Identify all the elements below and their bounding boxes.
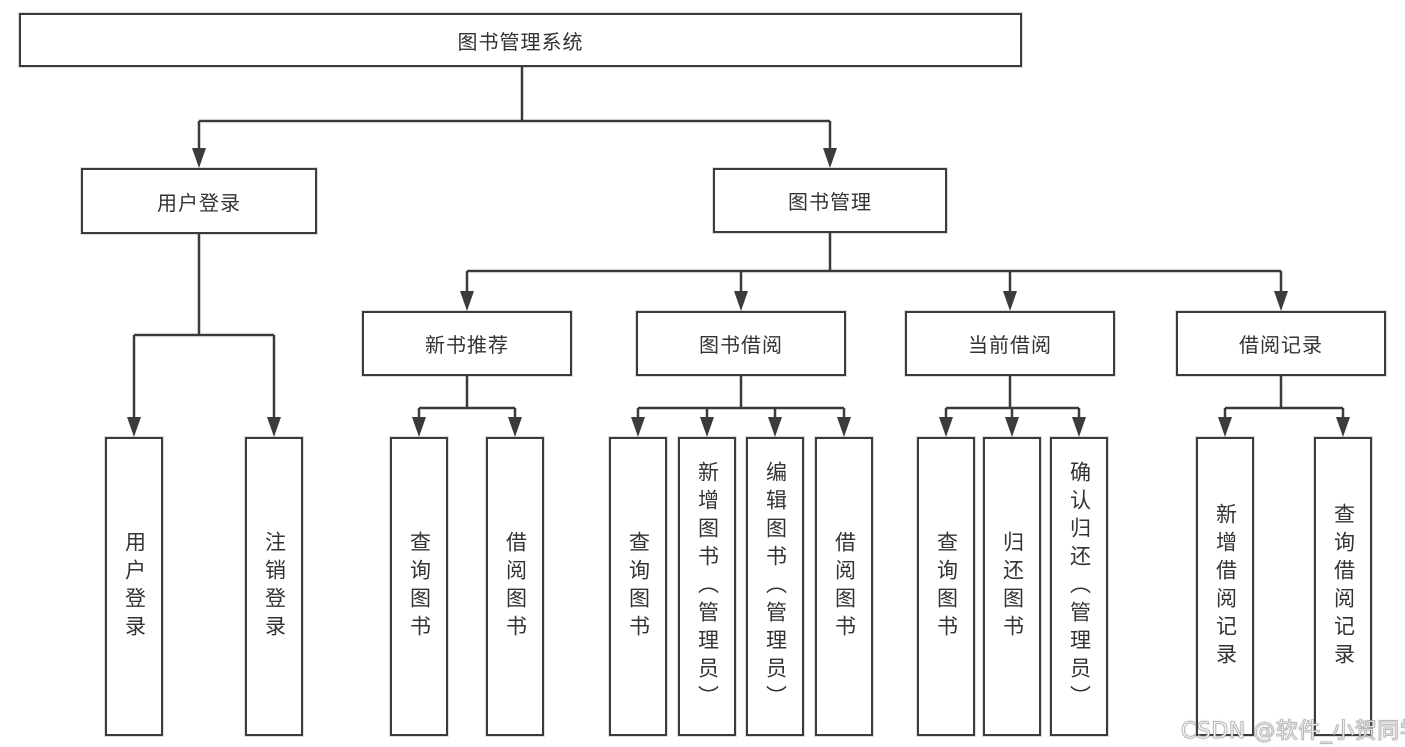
connector-borrow-records-to-leaves (1223, 376, 1345, 419)
leaf-cb-query-book: 查询图书 (917, 437, 975, 736)
csdn-watermark: CSDN @软件_小贺同学 (1180, 719, 1405, 745)
leaf-bb-add-book-admin: 新增图书（管理员） (678, 437, 736, 736)
node-new-book-recommend: 新书推荐 (362, 311, 572, 376)
leaf-cb-confirm-return-admin: 确认归还（管理员） (1050, 437, 1108, 736)
connector-book-borrow-to-leaves (636, 376, 846, 419)
connector-user-login-to-leaves (132, 234, 276, 419)
leaf-bb-query-book: 查询图书 (609, 437, 667, 736)
node-root-system: 图书管理系统 (19, 13, 1022, 67)
node-book-borrow: 图书借阅 (636, 311, 846, 376)
leaf-bb-edit-book-admin: 编辑图书（管理员） (746, 437, 804, 736)
node-book-management: 图书管理 (713, 168, 947, 233)
node-current-borrow: 当前借阅 (905, 311, 1115, 376)
leaf-cb-return-book: 归还图书 (983, 437, 1041, 736)
leaf-nb-borrow-book: 借阅图书 (486, 437, 544, 736)
node-user-login: 用户登录 (81, 168, 317, 234)
leaf-br-query-record: 查询借阅记录 (1314, 437, 1372, 736)
leaf-user-login: 用户登录 (105, 437, 163, 736)
leaf-logout: 注销登录 (245, 437, 303, 736)
leaf-bb-borrow-book: 借阅图书 (815, 437, 873, 736)
node-borrow-records: 借阅记录 (1176, 311, 1386, 376)
leaf-nb-query-book: 查询图书 (390, 437, 448, 736)
leaf-br-add-record: 新增借阅记录 (1196, 437, 1254, 736)
connector-root-to-level2 (197, 67, 832, 150)
connector-current-borrow-to-leaves (944, 376, 1081, 419)
connector-new-book-to-leaves (417, 376, 517, 419)
connector-book-mgmt-to-level3 (465, 233, 1283, 293)
